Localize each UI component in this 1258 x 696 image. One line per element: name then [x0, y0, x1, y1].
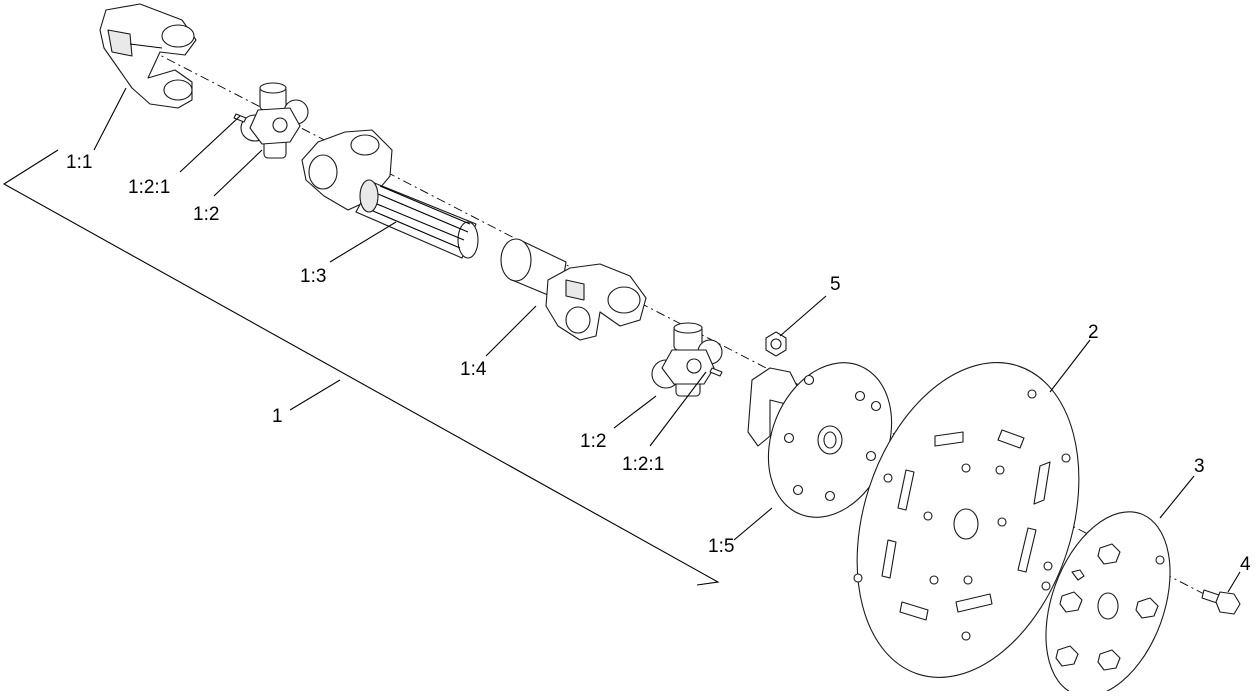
leader-1-3	[329, 221, 397, 263]
callout-1-1: 1:1	[66, 152, 92, 173]
callout-1-2-1-a: 1:2:1	[128, 177, 170, 198]
leader-1-2-b	[613, 395, 657, 429]
nut-part	[765, 331, 787, 357]
callout-4: 4	[1240, 554, 1251, 575]
callout-1-2-b: 1:2	[580, 431, 606, 452]
leader-1-2-1-a	[179, 115, 241, 173]
callout-1-2-a: 1:2	[193, 204, 219, 225]
leader-5	[779, 295, 827, 337]
bolt-part	[1201, 589, 1241, 615]
u-joint-cross-upper	[233, 82, 309, 159]
callout-1-4: 1:4	[460, 359, 487, 380]
leader-4	[1227, 571, 1241, 593]
leader-1-5	[733, 507, 773, 541]
leader-2	[1049, 339, 1091, 393]
callout-1-5: 1:5	[708, 536, 734, 557]
callout-3: 3	[1194, 456, 1205, 477]
callout-1: 1	[272, 406, 283, 427]
leader-1-4	[485, 305, 537, 357]
assembly-bracket	[2, 149, 720, 586]
u-joint-cross-lower	[651, 322, 723, 397]
slip-yoke-shaft	[301, 129, 479, 259]
callout-1-3: 1:3	[300, 266, 326, 287]
bolt-plate	[1041, 511, 1171, 696]
flange-yoke	[99, 3, 197, 109]
leader-3	[1159, 475, 1195, 519]
callout-5: 5	[830, 274, 841, 295]
callout-2: 2	[1088, 322, 1099, 343]
leader-1-2-1-b	[649, 371, 707, 447]
callout-1-2-1-b: 1:2:1	[622, 454, 664, 475]
large-disc	[853, 362, 1080, 678]
leader-1	[289, 379, 341, 411]
leader-1-2-a	[213, 149, 263, 197]
tube-yoke	[500, 238, 647, 341]
leader-1-1	[93, 87, 127, 151]
